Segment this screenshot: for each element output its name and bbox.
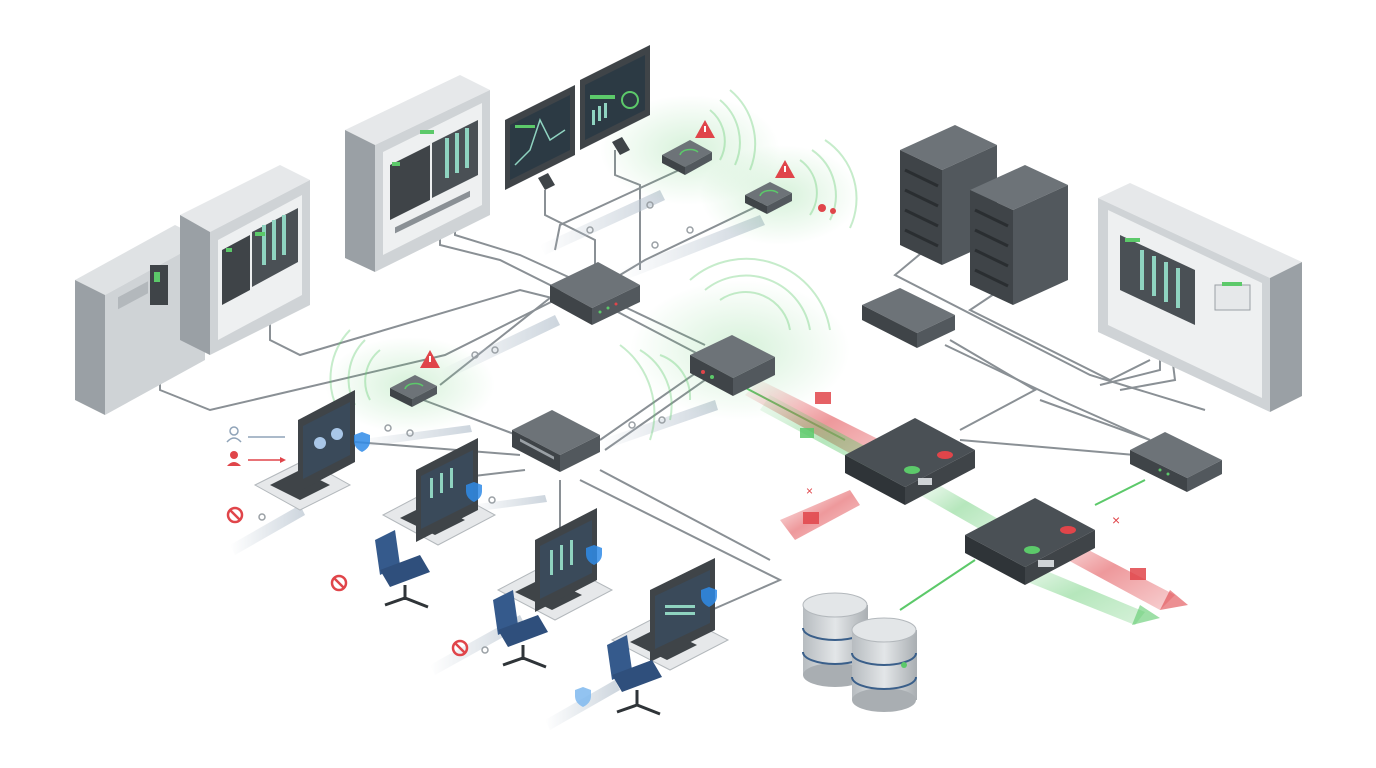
alert-icon [818, 204, 836, 214]
shield-icon [354, 432, 370, 452]
control-cabinet-3 [345, 75, 490, 272]
hmi-monitor-1 [505, 85, 575, 190]
core-switch [550, 262, 640, 325]
svg-text:×: × [806, 484, 813, 498]
lock-icon [258, 201, 694, 654]
office-chair-3 [607, 635, 662, 716]
workstation-4 [610, 558, 730, 671]
allowed-flow [920, 480, 1000, 535]
shield-icon [701, 587, 717, 607]
workstation-3 [496, 508, 614, 621]
data-flow [230, 505, 305, 555]
allowed-flow [1010, 560, 1145, 625]
office-chair-1 [375, 530, 430, 609]
blocked-flow [780, 490, 860, 540]
blocked-flow-arrowhead [1160, 590, 1188, 610]
no-entry-icon [330, 574, 348, 592]
warning-triangle-icon [775, 160, 795, 178]
router [690, 335, 775, 396]
wireless-access-point-3 [390, 375, 437, 407]
data-flow [355, 425, 472, 448]
wireless-access-point-2 [745, 182, 792, 214]
wireless-access-point-1 [662, 140, 712, 175]
database-2 [851, 617, 917, 712]
no-entry-icon [451, 639, 469, 657]
data-flow [600, 400, 718, 450]
data-flow [470, 495, 547, 512]
svg-text:×: × [1112, 512, 1120, 528]
warning-triangle-icon [420, 350, 440, 368]
server-rack-2 [970, 165, 1068, 305]
allowed-flow-arrowhead [1132, 605, 1160, 625]
server-switch [862, 288, 955, 348]
warning-triangle-icon [695, 120, 715, 138]
firewall-1 [845, 418, 975, 505]
firewall-2 [965, 498, 1095, 585]
shield-icon [575, 687, 591, 707]
workstation-1 [253, 390, 355, 511]
shield-icon [586, 545, 602, 565]
office-chair-2 [493, 590, 548, 669]
workstation-2 [381, 438, 497, 546]
control-cabinet-2 [180, 165, 310, 355]
user-icon [227, 451, 286, 466]
hmi-monitor-2 [580, 45, 650, 155]
edge-switch [1130, 432, 1222, 492]
shield-icon [466, 482, 482, 502]
no-entry-icon [226, 506, 244, 524]
blocked-packet-icon: × × [800, 392, 1146, 580]
control-cabinet-4 [1098, 183, 1302, 412]
access-switch [512, 410, 600, 472]
data-flow [540, 190, 665, 255]
user-icon [226, 426, 285, 443]
